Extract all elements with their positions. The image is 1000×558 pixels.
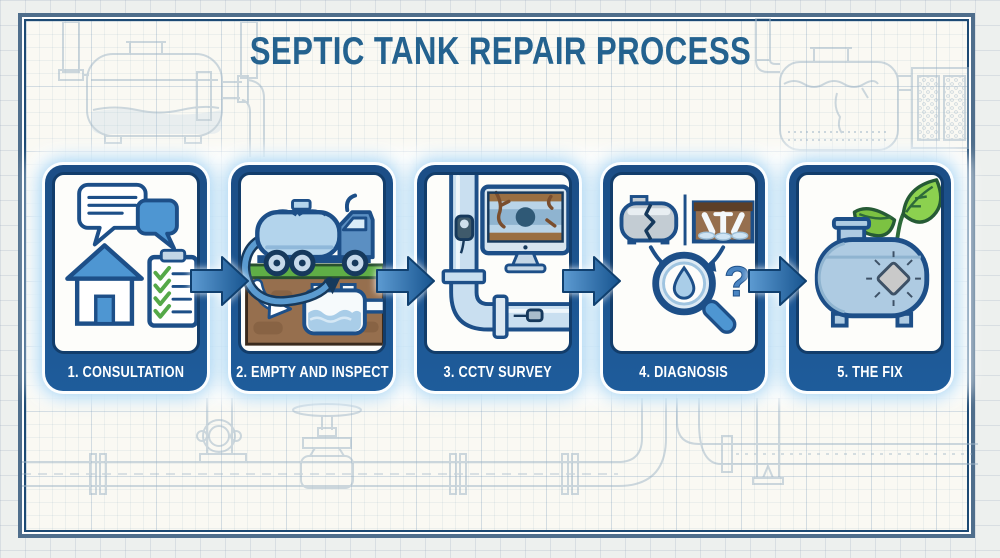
step-card-the-fix: 5. THE FIX — [789, 165, 951, 391]
consultation-icon — [65, 182, 197, 328]
step-card-consultation: 1. CONSULTATION — [45, 165, 207, 391]
speech-bubble-filled-icon — [135, 198, 179, 251]
vacuum-tanker-truck-septic-tank-icon — [241, 193, 383, 346]
blueprint-tank-filter-sketch-right — [755, 18, 969, 151]
blueprint-septic-tank-sketch-left — [58, 22, 265, 157]
step-label-1: 1. CONSULTATION — [67, 363, 185, 381]
step-label-2: 2. EMPTY AND INSPECT — [235, 363, 389, 381]
step-label-3: 3. CCTV SURVEY — [443, 363, 553, 381]
checklist-clipboard-icon — [147, 248, 197, 328]
crawler-camera-icon — [525, 308, 544, 323]
page-title: SEPTIC TANK REPAIR PROCESS — [249, 30, 751, 73]
access-camera-icon — [454, 214, 475, 254]
house-icon — [65, 243, 144, 326]
flow-arrow-icon-4 — [748, 256, 807, 306]
step-card-cctv-survey: 3. CCTV SURVEY — [417, 165, 579, 391]
repaired-tank — [814, 217, 930, 328]
drain-camera-monitor-icon — [441, 175, 569, 340]
magnifier-icon — [652, 251, 737, 334]
pipe-collar — [441, 269, 487, 285]
patch-icon — [866, 251, 921, 307]
cracked-tank-thumbnail — [619, 195, 679, 245]
magnifying-glass-cracked-tank-icon: ? — [619, 194, 755, 334]
step-label-5: 5. THE FIX — [837, 363, 903, 381]
drainfield-thumbnail — [691, 200, 755, 244]
blueprint-pipework-sketch-bottom — [22, 398, 978, 495]
pipe-flange — [492, 294, 509, 340]
drain-pipe — [449, 175, 569, 332]
suction-hose — [241, 232, 341, 307]
water-drop-icon — [672, 265, 696, 300]
repaired-tank-new-leaves-icon — [814, 178, 941, 328]
flow-arrow-icon-3 — [562, 256, 621, 306]
step-card-diagnosis: ? 4. DIAGNOSIS — [603, 165, 765, 391]
cctv-monitor-icon — [480, 184, 569, 274]
flow-arrow-icon-1 — [190, 256, 249, 306]
vacuum-truck — [255, 193, 375, 277]
flow-arrow-icon-2 — [376, 256, 435, 306]
step-label-4: 4. DIAGNOSIS — [639, 363, 729, 381]
question-mark: ? — [724, 258, 750, 306]
step-card-empty-inspect: 2. EMPTY AND INSPECT — [231, 165, 393, 391]
